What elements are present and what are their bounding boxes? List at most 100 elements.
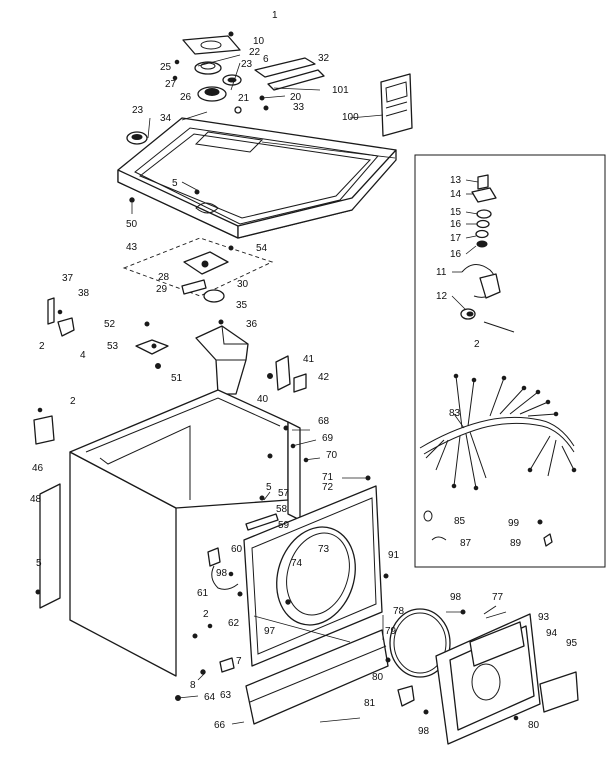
callout-27: 27 (165, 79, 177, 90)
callout-72: 72 (322, 482, 334, 493)
callout-1: 1 (272, 10, 278, 21)
callout-36: 36 (246, 319, 258, 330)
callout-41: 41 (303, 354, 315, 365)
callout-25: 25 (160, 62, 172, 73)
callout-64: 64 (204, 692, 216, 703)
callout-53: 53 (107, 341, 119, 352)
front-panel (243, 485, 389, 667)
callout-66: 66 (214, 720, 226, 731)
callout-43: 43 (126, 242, 138, 253)
callout-78: 78 (393, 606, 405, 617)
inset-small-connectors (423, 510, 553, 547)
callout-14: 14 (450, 189, 462, 200)
callout-33: 33 (293, 102, 305, 113)
callout-4: 4 (80, 350, 86, 361)
inset-switch-parts (460, 174, 515, 333)
callout-85: 85 (454, 516, 466, 527)
callout-17: 17 (450, 233, 462, 244)
control-bracket-plate (122, 237, 274, 325)
callout-8: 8 (190, 680, 196, 691)
front-panel-hardware (207, 425, 371, 629)
callout-28: 28 (158, 272, 170, 283)
callout-50: 50 (126, 219, 138, 230)
callout-5: 5 (172, 178, 178, 189)
callout-61: 61 (197, 588, 209, 599)
callout-46: 46 (32, 463, 44, 474)
callout-2: 2 (39, 341, 45, 352)
callout-2: 2 (474, 339, 480, 350)
callout-81: 81 (364, 698, 376, 709)
callout-99: 99 (508, 518, 520, 529)
callout-69: 69 (322, 433, 334, 444)
lid-hinge-parts (126, 31, 413, 203)
callout-97: 97 (264, 626, 276, 637)
callout-94: 94 (546, 628, 558, 639)
callout-101: 101 (332, 85, 349, 96)
callout-7: 7 (236, 656, 242, 667)
callout-21: 21 (238, 93, 250, 104)
lower-leader-lines (177, 429, 507, 725)
callout-58: 58 (276, 504, 288, 515)
callout-60: 60 (231, 544, 243, 555)
callout-51: 51 (171, 373, 183, 384)
callout-2: 2 (70, 396, 76, 407)
callout-5: 5 (36, 558, 42, 569)
left-small-parts (47, 297, 169, 369)
callout-98: 98 (216, 568, 228, 579)
wiring-harness (419, 373, 577, 491)
callout-93: 93 (538, 612, 550, 623)
callout-70: 70 (326, 450, 338, 461)
door-assembly (385, 605, 579, 745)
callout-59: 59 (278, 520, 290, 531)
top-leader-lines (131, 54, 396, 214)
callout-26: 26 (180, 92, 192, 103)
callout-2: 2 (203, 609, 209, 620)
callout-100: 100 (342, 112, 359, 123)
toe-kick-panel (245, 629, 389, 725)
callout-79: 79 (385, 626, 397, 637)
callout-42: 42 (318, 372, 330, 383)
callout-98: 98 (418, 726, 430, 737)
callout-38: 38 (78, 288, 90, 299)
cabinet-body (33, 389, 301, 677)
callout-30: 30 (237, 279, 249, 290)
callout-63: 63 (220, 690, 232, 701)
callout-74: 74 (291, 558, 303, 569)
callout-52: 52 (104, 319, 116, 330)
inset-leader-lines (451, 179, 479, 429)
callout-5: 5 (266, 482, 272, 493)
callout-95: 95 (566, 638, 578, 649)
callout-12: 12 (436, 291, 448, 302)
callout-73: 73 (318, 544, 330, 555)
top-cover (117, 117, 397, 239)
callout-labels: 1 10 22 6 32 25 23 27 26 21 20 33 101 23… (30, 10, 578, 737)
dispenser-bracket (195, 325, 307, 395)
callout-22: 22 (249, 47, 261, 58)
callout-34: 34 (160, 113, 172, 124)
wiring-inset-box (414, 154, 606, 568)
callout-11: 11 (436, 267, 447, 278)
callout-37: 37 (62, 273, 74, 284)
callout-13: 13 (450, 175, 462, 186)
callout-80: 80 (372, 672, 384, 683)
callout-71: 71 (322, 472, 334, 483)
callout-35: 35 (236, 300, 248, 311)
callout-20: 20 (290, 92, 302, 103)
callout-62: 62 (228, 618, 240, 629)
callout-54: 54 (256, 243, 268, 254)
callout-16: 16 (450, 219, 462, 230)
callout-40: 40 (257, 394, 269, 405)
callout-83: 83 (449, 408, 461, 419)
callout-57: 57 (278, 488, 290, 499)
callout-77: 77 (492, 592, 504, 603)
callout-89: 89 (510, 538, 522, 549)
callout-80: 80 (528, 720, 540, 731)
callout-23: 23 (132, 105, 144, 116)
callout-87: 87 (460, 538, 472, 549)
callout-15: 15 (450, 207, 462, 218)
callout-23: 23 (241, 59, 253, 70)
callout-10: 10 (253, 36, 265, 47)
callout-48: 48 (30, 494, 42, 505)
callout-32: 32 (318, 53, 330, 64)
